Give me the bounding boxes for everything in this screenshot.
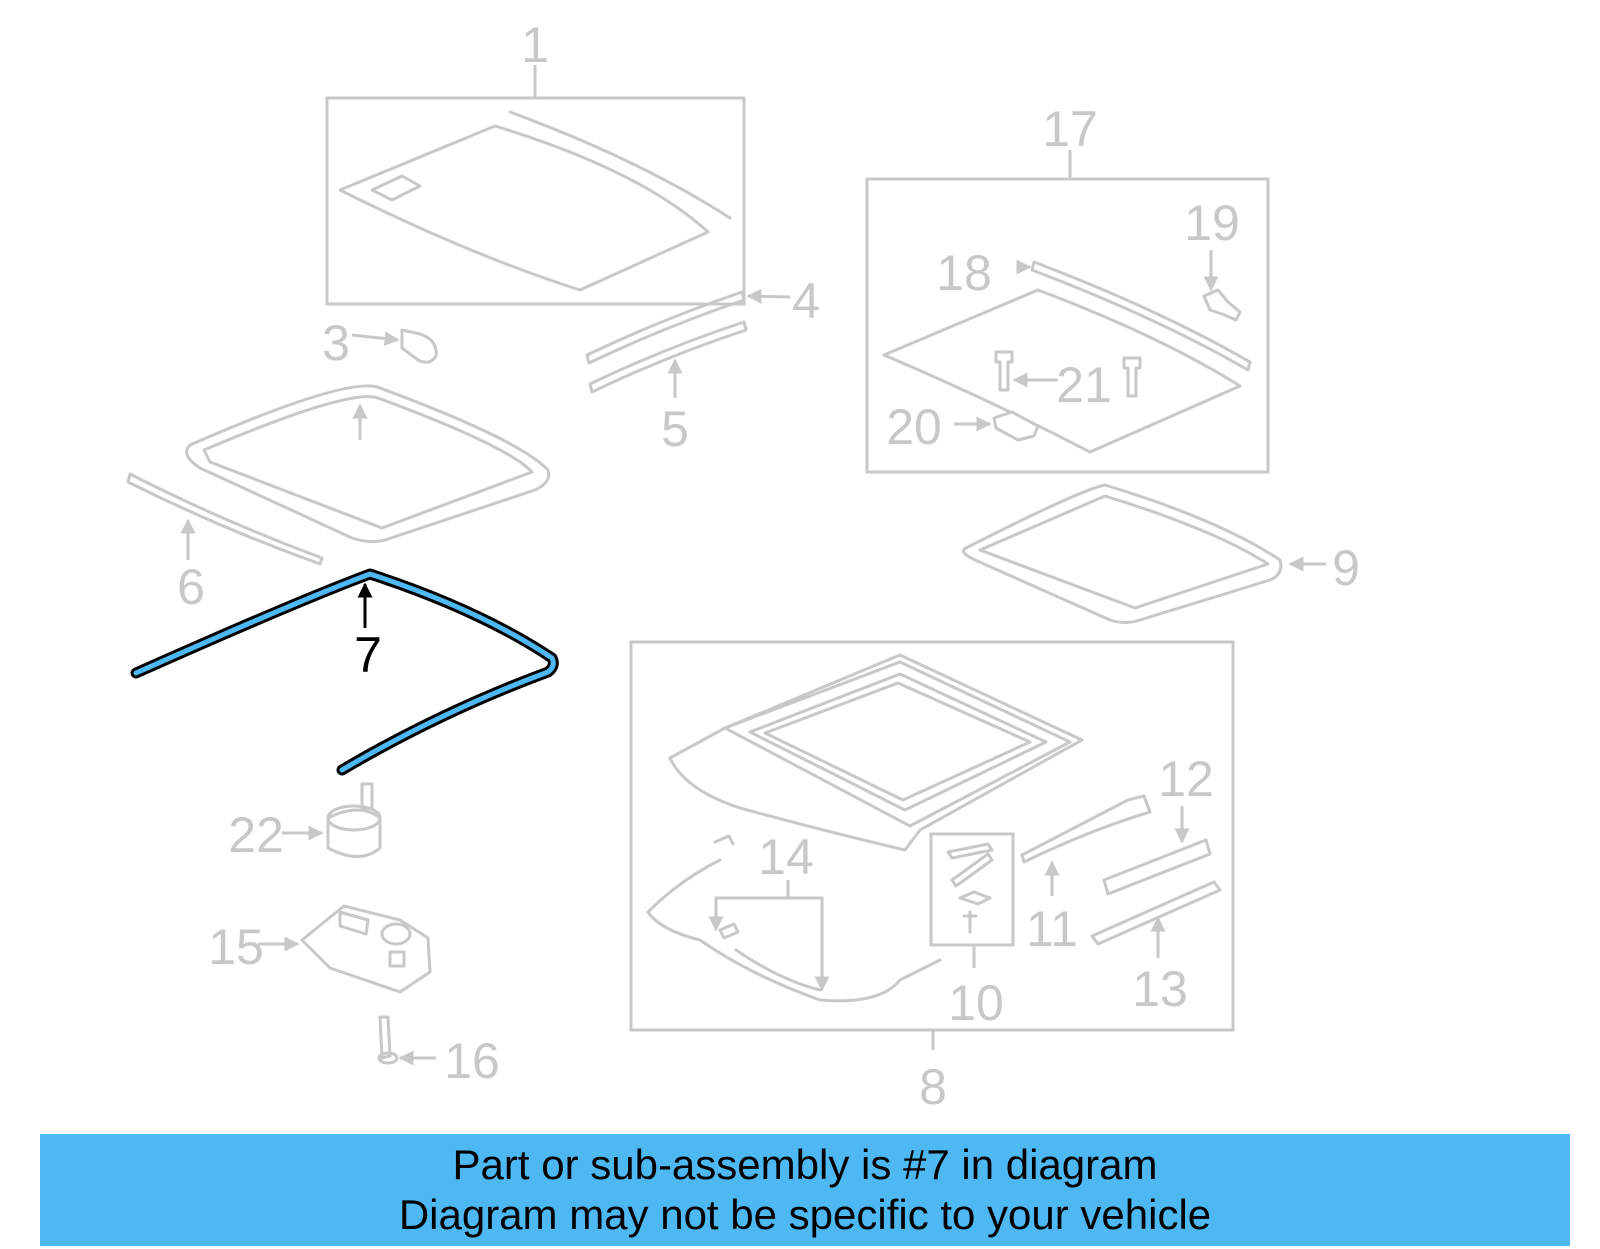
callout-21: 21 <box>1056 357 1112 413</box>
callout-17: 17 <box>1042 101 1098 157</box>
part-5-molding <box>588 320 748 398</box>
part-4-molding <box>585 288 791 365</box>
part-7-seal-highlighted <box>130 568 559 776</box>
callout-4: 4 <box>792 273 820 329</box>
callout-18: 18 <box>936 245 992 301</box>
callout-1: 1 <box>521 17 549 73</box>
callout-22: 22 <box>228 807 284 863</box>
part-8-frame-assembly <box>629 640 1235 1050</box>
part-22-motor-cap <box>282 782 382 858</box>
callout-14: 14 <box>758 829 814 885</box>
callout-15: 15 <box>208 919 264 975</box>
callout-16: 16 <box>444 1033 500 1089</box>
callout-5: 5 <box>661 401 689 457</box>
banner-line-2: Diagram may not be specific to your vehi… <box>398 1191 1212 1238</box>
part-6-strip <box>126 472 324 566</box>
banner-line-1: Part or sub-assembly is #7 in diagram <box>452 1141 1158 1188</box>
callout-12: 12 <box>1158 751 1214 807</box>
callout-8: 8 <box>919 1059 947 1115</box>
callout-6: 6 <box>177 559 205 615</box>
part-9-frame <box>962 483 1326 624</box>
callout-3: 3 <box>322 315 350 371</box>
callout-9: 9 <box>1332 540 1360 596</box>
callout-19: 19 <box>1184 195 1240 251</box>
part-16-screw <box>377 1015 436 1066</box>
part-3-bolt <box>351 328 438 364</box>
callout-13: 13 <box>1132 961 1188 1017</box>
info-banner: Part or sub-assembly is #7 in diagram Di… <box>40 1134 1570 1246</box>
part-15-motor <box>258 904 432 994</box>
callout-10: 10 <box>948 975 1004 1031</box>
callout-20: 20 <box>886 399 942 455</box>
callout-7: 7 <box>354 627 382 683</box>
part-17-shade-assembly <box>865 150 1270 474</box>
seal-frame <box>185 384 551 544</box>
callout-11: 11 <box>1026 901 1078 957</box>
part-1-glass-assembly <box>325 65 746 306</box>
